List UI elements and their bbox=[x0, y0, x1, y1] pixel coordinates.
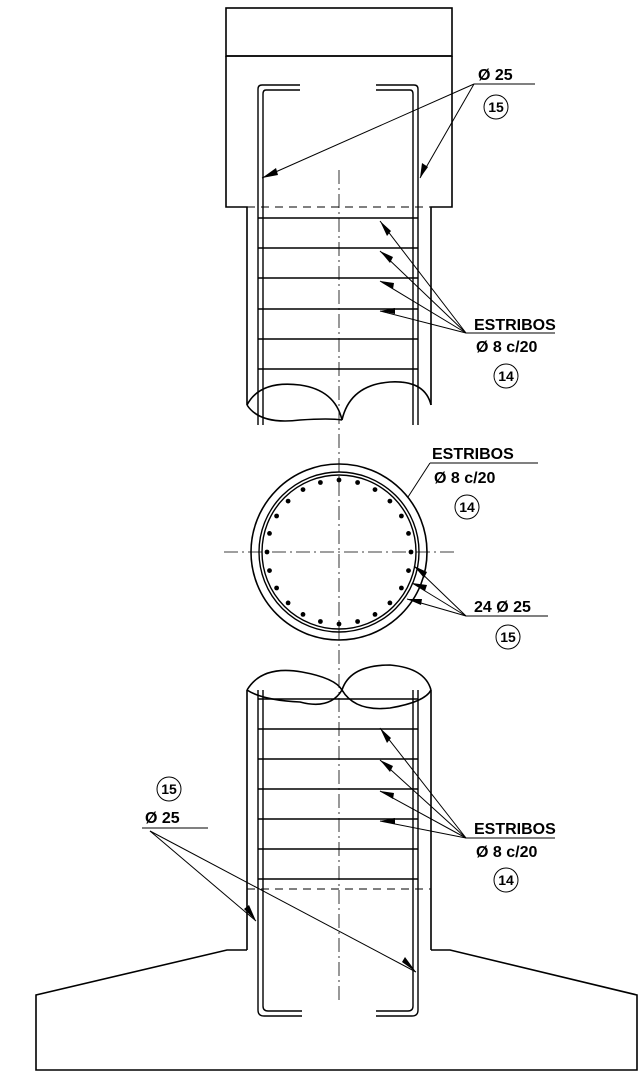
top-stirrup-mark: 14 bbox=[498, 368, 514, 384]
top-stirrup-mark-circle bbox=[493, 363, 519, 389]
top-stirrup-leader bbox=[379, 280, 467, 334]
section-bars-mark: 15 bbox=[500, 629, 516, 645]
section-bar bbox=[274, 585, 279, 591]
top-vertical-bars bbox=[257, 84, 419, 425]
section-bars bbox=[264, 477, 414, 627]
top-right-bar bbox=[376, 84, 419, 425]
bottom-stirrups bbox=[247, 698, 431, 890]
section-bar bbox=[387, 600, 393, 606]
top-bar-size-label: Ø 25 bbox=[478, 67, 513, 84]
bottom-stirrup-mark: 14 bbox=[498, 872, 514, 888]
top-stirrup-title: ESTRIBOS bbox=[474, 317, 556, 334]
section-bar bbox=[318, 480, 323, 485]
section-bars-mark-circle bbox=[495, 624, 521, 650]
bottom-bar-size-label: Ø 25 bbox=[145, 810, 180, 827]
section-bar bbox=[372, 487, 378, 492]
section-bar bbox=[300, 612, 306, 617]
top-stirrup-spec: Ø 8 c/20 bbox=[476, 339, 537, 356]
top-slab-outline bbox=[225, 7, 453, 57]
top-bar-leader-left bbox=[261, 83, 475, 179]
section-bar bbox=[267, 568, 272, 573]
bottom-vertical-bars bbox=[257, 690, 419, 1017]
bottom-right-bar bbox=[376, 690, 419, 1017]
arrowhead bbox=[244, 905, 256, 921]
arrowhead bbox=[380, 221, 391, 236]
bottom-stirrup-leader bbox=[379, 790, 467, 839]
top-stirrup-leader bbox=[379, 310, 467, 334]
leader-lines bbox=[142, 83, 555, 973]
bottom-stirrup-title: ESTRIBOS bbox=[474, 821, 556, 838]
annotations: Ø 25 15 ESTRIBOS Ø 8 c/20 14 ESTRIBOS Ø … bbox=[145, 67, 556, 893]
top-break-line bbox=[246, 381, 432, 422]
top-right-bar-inner bbox=[376, 89, 414, 425]
footing-outline bbox=[35, 949, 638, 1071]
top-left-bar bbox=[257, 84, 300, 425]
section-bar bbox=[274, 513, 279, 519]
arrowhead bbox=[420, 163, 428, 178]
top-left-bar-inner bbox=[262, 89, 300, 425]
arrowhead bbox=[402, 957, 416, 972]
top-bar-leader-right bbox=[419, 83, 475, 179]
section-bar bbox=[300, 487, 306, 492]
bottom-right-bar-inner bbox=[376, 690, 414, 1012]
section-bar bbox=[406, 568, 411, 573]
arrowhead bbox=[380, 791, 394, 799]
section-stirrup-mark-circle bbox=[454, 494, 480, 520]
arrowhead bbox=[380, 308, 395, 314]
section-stirrup-mark: 14 bbox=[459, 499, 475, 515]
top-capital bbox=[225, 7, 453, 405]
top-capital-outline bbox=[225, 56, 453, 405]
section-bar bbox=[355, 619, 360, 624]
arrowhead bbox=[380, 281, 394, 289]
bottom-stirrup-leader bbox=[379, 759, 467, 839]
section-bar bbox=[285, 498, 291, 504]
bottom-bar-mark-circle bbox=[156, 776, 182, 802]
arrowhead bbox=[262, 168, 278, 178]
section-bar bbox=[355, 480, 360, 485]
arrowhead bbox=[414, 566, 427, 578]
bottom-bar-mark: 15 bbox=[161, 781, 177, 797]
column-section bbox=[224, 463, 456, 641]
section-stirrup-spec: Ø 8 c/20 bbox=[434, 470, 495, 487]
arrowhead bbox=[412, 583, 427, 591]
section-stirrup-title: ESTRIBOS bbox=[432, 446, 514, 463]
section-bar bbox=[372, 612, 378, 617]
bottom-bar-leader-left bbox=[149, 830, 257, 922]
bottom-stirrup-mark-circle bbox=[493, 867, 519, 893]
section-bar bbox=[336, 477, 342, 483]
arrowhead bbox=[380, 728, 391, 743]
bottom-left-bar bbox=[257, 690, 302, 1017]
top-bar-mark-circle bbox=[483, 94, 509, 120]
section-bar bbox=[318, 619, 323, 624]
bottom-bar-leader-right bbox=[149, 830, 417, 973]
top-stirrup-leader bbox=[379, 220, 467, 334]
arrowhead bbox=[380, 760, 393, 772]
top-stirrup-leader bbox=[379, 250, 467, 334]
section-bar bbox=[387, 498, 393, 504]
section-bar bbox=[406, 531, 411, 536]
section-bar bbox=[399, 585, 404, 591]
bottom-stirrup-spec: Ø 8 c/20 bbox=[476, 844, 537, 861]
top-bar-mark: 15 bbox=[488, 99, 504, 115]
section-bar bbox=[399, 513, 404, 519]
section-bar bbox=[267, 531, 272, 536]
section-stirrup-leader bbox=[407, 462, 431, 498]
section-bars-spec: 24 Ø 25 bbox=[474, 599, 531, 616]
section-bar bbox=[336, 621, 342, 627]
arrowhead bbox=[380, 818, 395, 824]
arrowhead bbox=[380, 251, 393, 263]
bottom-stirrup-leader bbox=[379, 727, 467, 839]
bottom-left-bar-inner bbox=[262, 690, 302, 1012]
arrowhead bbox=[407, 599, 422, 605]
section-bar bbox=[285, 600, 291, 606]
